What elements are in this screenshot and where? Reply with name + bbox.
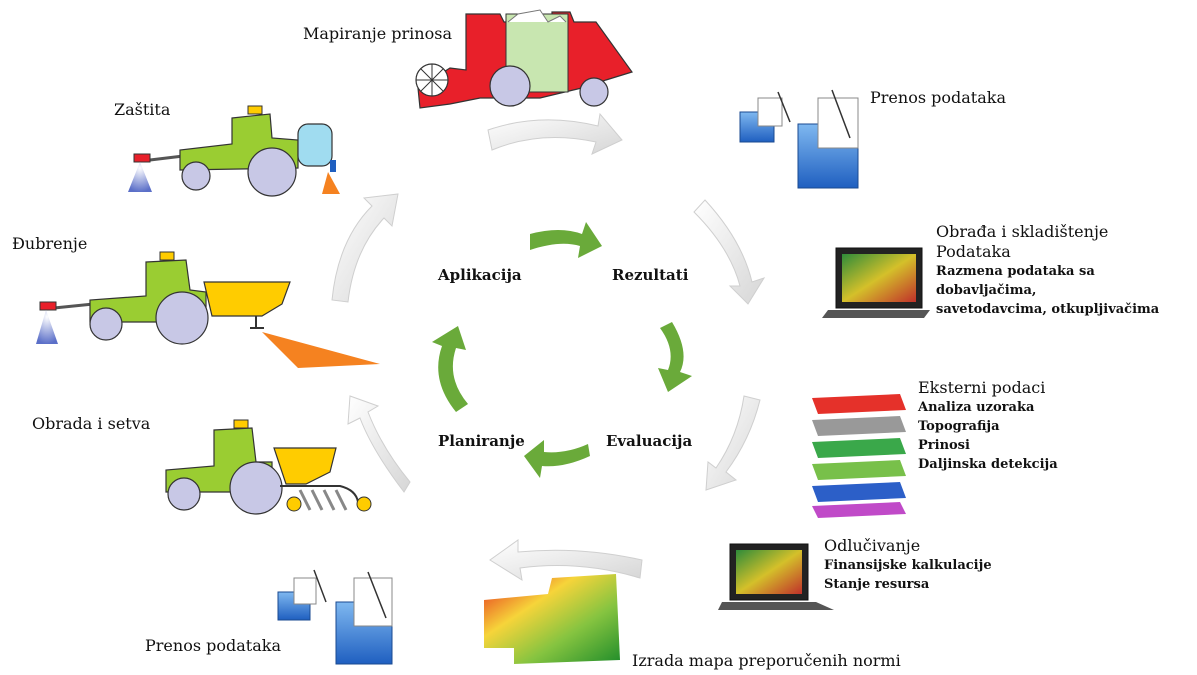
cycle-label-planning: Planiranje (438, 432, 525, 450)
sprayer-tractor (128, 105, 340, 197)
external-item-1: Analiza uzoraka (918, 400, 1035, 415)
label-data-transfer-bottom: Prenos podataka (145, 636, 281, 655)
cycle-label-evaluation: Evaluacija (606, 432, 693, 450)
cycle-label-results: Rezultati (612, 266, 689, 284)
block-processing: Obrađa i skladištenje Podataka Razmena p… (936, 222, 1197, 319)
label-protection: Zaštita (114, 100, 171, 119)
laptop-processing (822, 247, 930, 318)
outer-arrow-right (705, 395, 761, 491)
block-decision: Odlučivanje Finansijske kalkulacije Stan… (824, 536, 992, 594)
processing-detail-1: Razmena podataka sa dobavljačima, (936, 264, 1095, 298)
outer-arrow-bottom-left (347, 395, 411, 493)
recommendation-map (484, 574, 620, 664)
external-item-2: Topografija (918, 419, 1000, 434)
decision-item-1: Finansijske kalkulacije (824, 558, 992, 573)
processing-detail-2: savetodavcima, otkupljivačima (936, 302, 1160, 317)
cycle-arrow-results-to-evaluation (658, 322, 692, 392)
combine-harvester (415, 9, 633, 109)
data-folder-bottom (277, 569, 393, 665)
external-item-3: Prinosi (918, 438, 970, 453)
external-item-4: Daljinska detekcija (918, 457, 1058, 472)
seeder-tractor (165, 419, 372, 515)
cycle-label-application: Aplikacija (438, 266, 522, 284)
cycle-arrow-application-to-results (530, 222, 602, 258)
label-fertilization: Đubrenje (12, 234, 88, 253)
inner-cycle-arrows (432, 222, 692, 478)
label-recommendation-maps: Izrada mapa preporučenih normi (632, 651, 901, 670)
data-folder-top (739, 89, 859, 189)
outer-arrow-bottom (489, 539, 643, 582)
label-yield-mapping: Mapiranje prinosa (303, 24, 452, 43)
processing-title-line2: Podataka (936, 242, 1011, 261)
laptop-decision (718, 543, 834, 610)
decision-title: Odlučivanje (824, 536, 921, 555)
outer-arrow-left (331, 193, 399, 303)
external-title: Eksterni podaci (918, 378, 1046, 397)
label-data-transfer-top: Prenos podataka (870, 88, 1006, 107)
cycle-arrow-planning-to-application (432, 326, 468, 412)
outer-arrow-top (487, 112, 623, 155)
decision-item-2: Stanje resursa (824, 577, 930, 592)
label-tillage-sowing: Obrada i setva (32, 414, 151, 433)
outer-arrow-top-right (693, 199, 766, 305)
outer-cycle-arrows (331, 112, 766, 582)
external-data-layers (812, 394, 906, 518)
block-external-data: Eksterni podaci Analiza uzoraka Topograf… (918, 378, 1058, 474)
processing-title-line1: Obrađa i skladištenje (936, 222, 1109, 241)
cycle-arrow-evaluation-to-planning (524, 440, 590, 478)
fertilizer-tractor (36, 251, 380, 368)
